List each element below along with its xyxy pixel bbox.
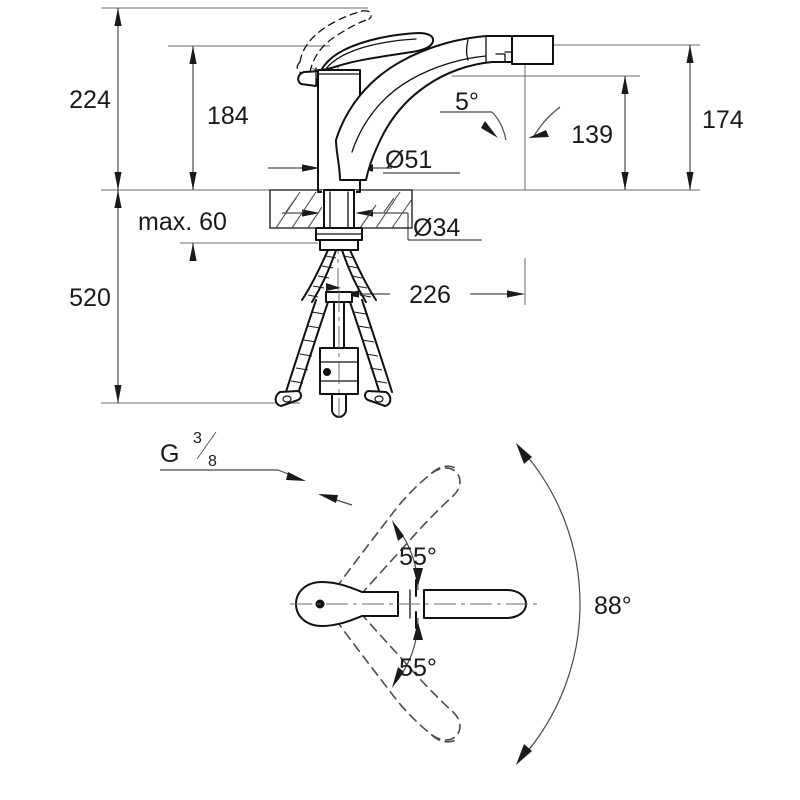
dimension-139: 139 [571, 76, 629, 190]
dimension-d51-label: Ø51 [385, 146, 432, 174]
dimension-d34-label: Ø34 [413, 214, 460, 242]
dimension-174-label: 174 [702, 106, 744, 134]
dimension-184-label: 184 [207, 102, 249, 130]
dimension-max60-label: max. 60 [138, 208, 227, 236]
dimension-226-label: 226 [409, 281, 451, 309]
dimension-55-upper-label: 55° [399, 543, 437, 571]
dimension-max60: max. 60 [138, 208, 227, 261]
spout-plan-solid [290, 579, 540, 629]
dimension-88-total-label: 88° [594, 592, 632, 620]
mounting-nut [315, 227, 363, 251]
dimension-174: 174 [686, 45, 744, 190]
thread-label-g: G [160, 440, 179, 468]
swivel-plan-view: 55° 55° 88° [290, 443, 632, 765]
spray-head [495, 35, 554, 65]
thread-numerator: 3 [193, 430, 202, 447]
dimension-224: 224 [69, 8, 122, 190]
dimension-55-lower: 55° [392, 617, 437, 688]
dimension-226: 226 [341, 281, 525, 309]
dimension-55-upper: 55° [392, 520, 437, 591]
dimension-139-label: 139 [571, 121, 613, 149]
dimension-d51: Ø51 [268, 146, 460, 174]
dimension-angle-5deg-label: 5° [455, 88, 479, 116]
spout-position-lower [329, 600, 461, 743]
supply-hoses [274, 249, 393, 407]
elevation-view: 224 184 max. 60 520 139 [69, 7, 744, 506]
dimension-184: 184 [189, 46, 249, 190]
counter-hatching [275, 191, 413, 229]
spout-arm [335, 35, 554, 181]
thread-denominator: 8 [208, 453, 217, 470]
mounting-shank [323, 189, 355, 233]
dimension-520: 520 [69, 190, 122, 403]
dimension-d34: Ø34 [282, 209, 482, 242]
dimension-520-label: 520 [69, 284, 111, 312]
pullout-hose-connector [319, 283, 359, 418]
spout-position-upper [329, 465, 461, 608]
thread-callout-g38: G 3 8 [160, 430, 353, 506]
dimension-angle-5deg: 5° [440, 88, 561, 141]
dimension-88-total: 88° [516, 443, 632, 765]
dimension-55-lower-label: 55° [399, 654, 437, 682]
dimension-224-label: 224 [69, 86, 111, 114]
